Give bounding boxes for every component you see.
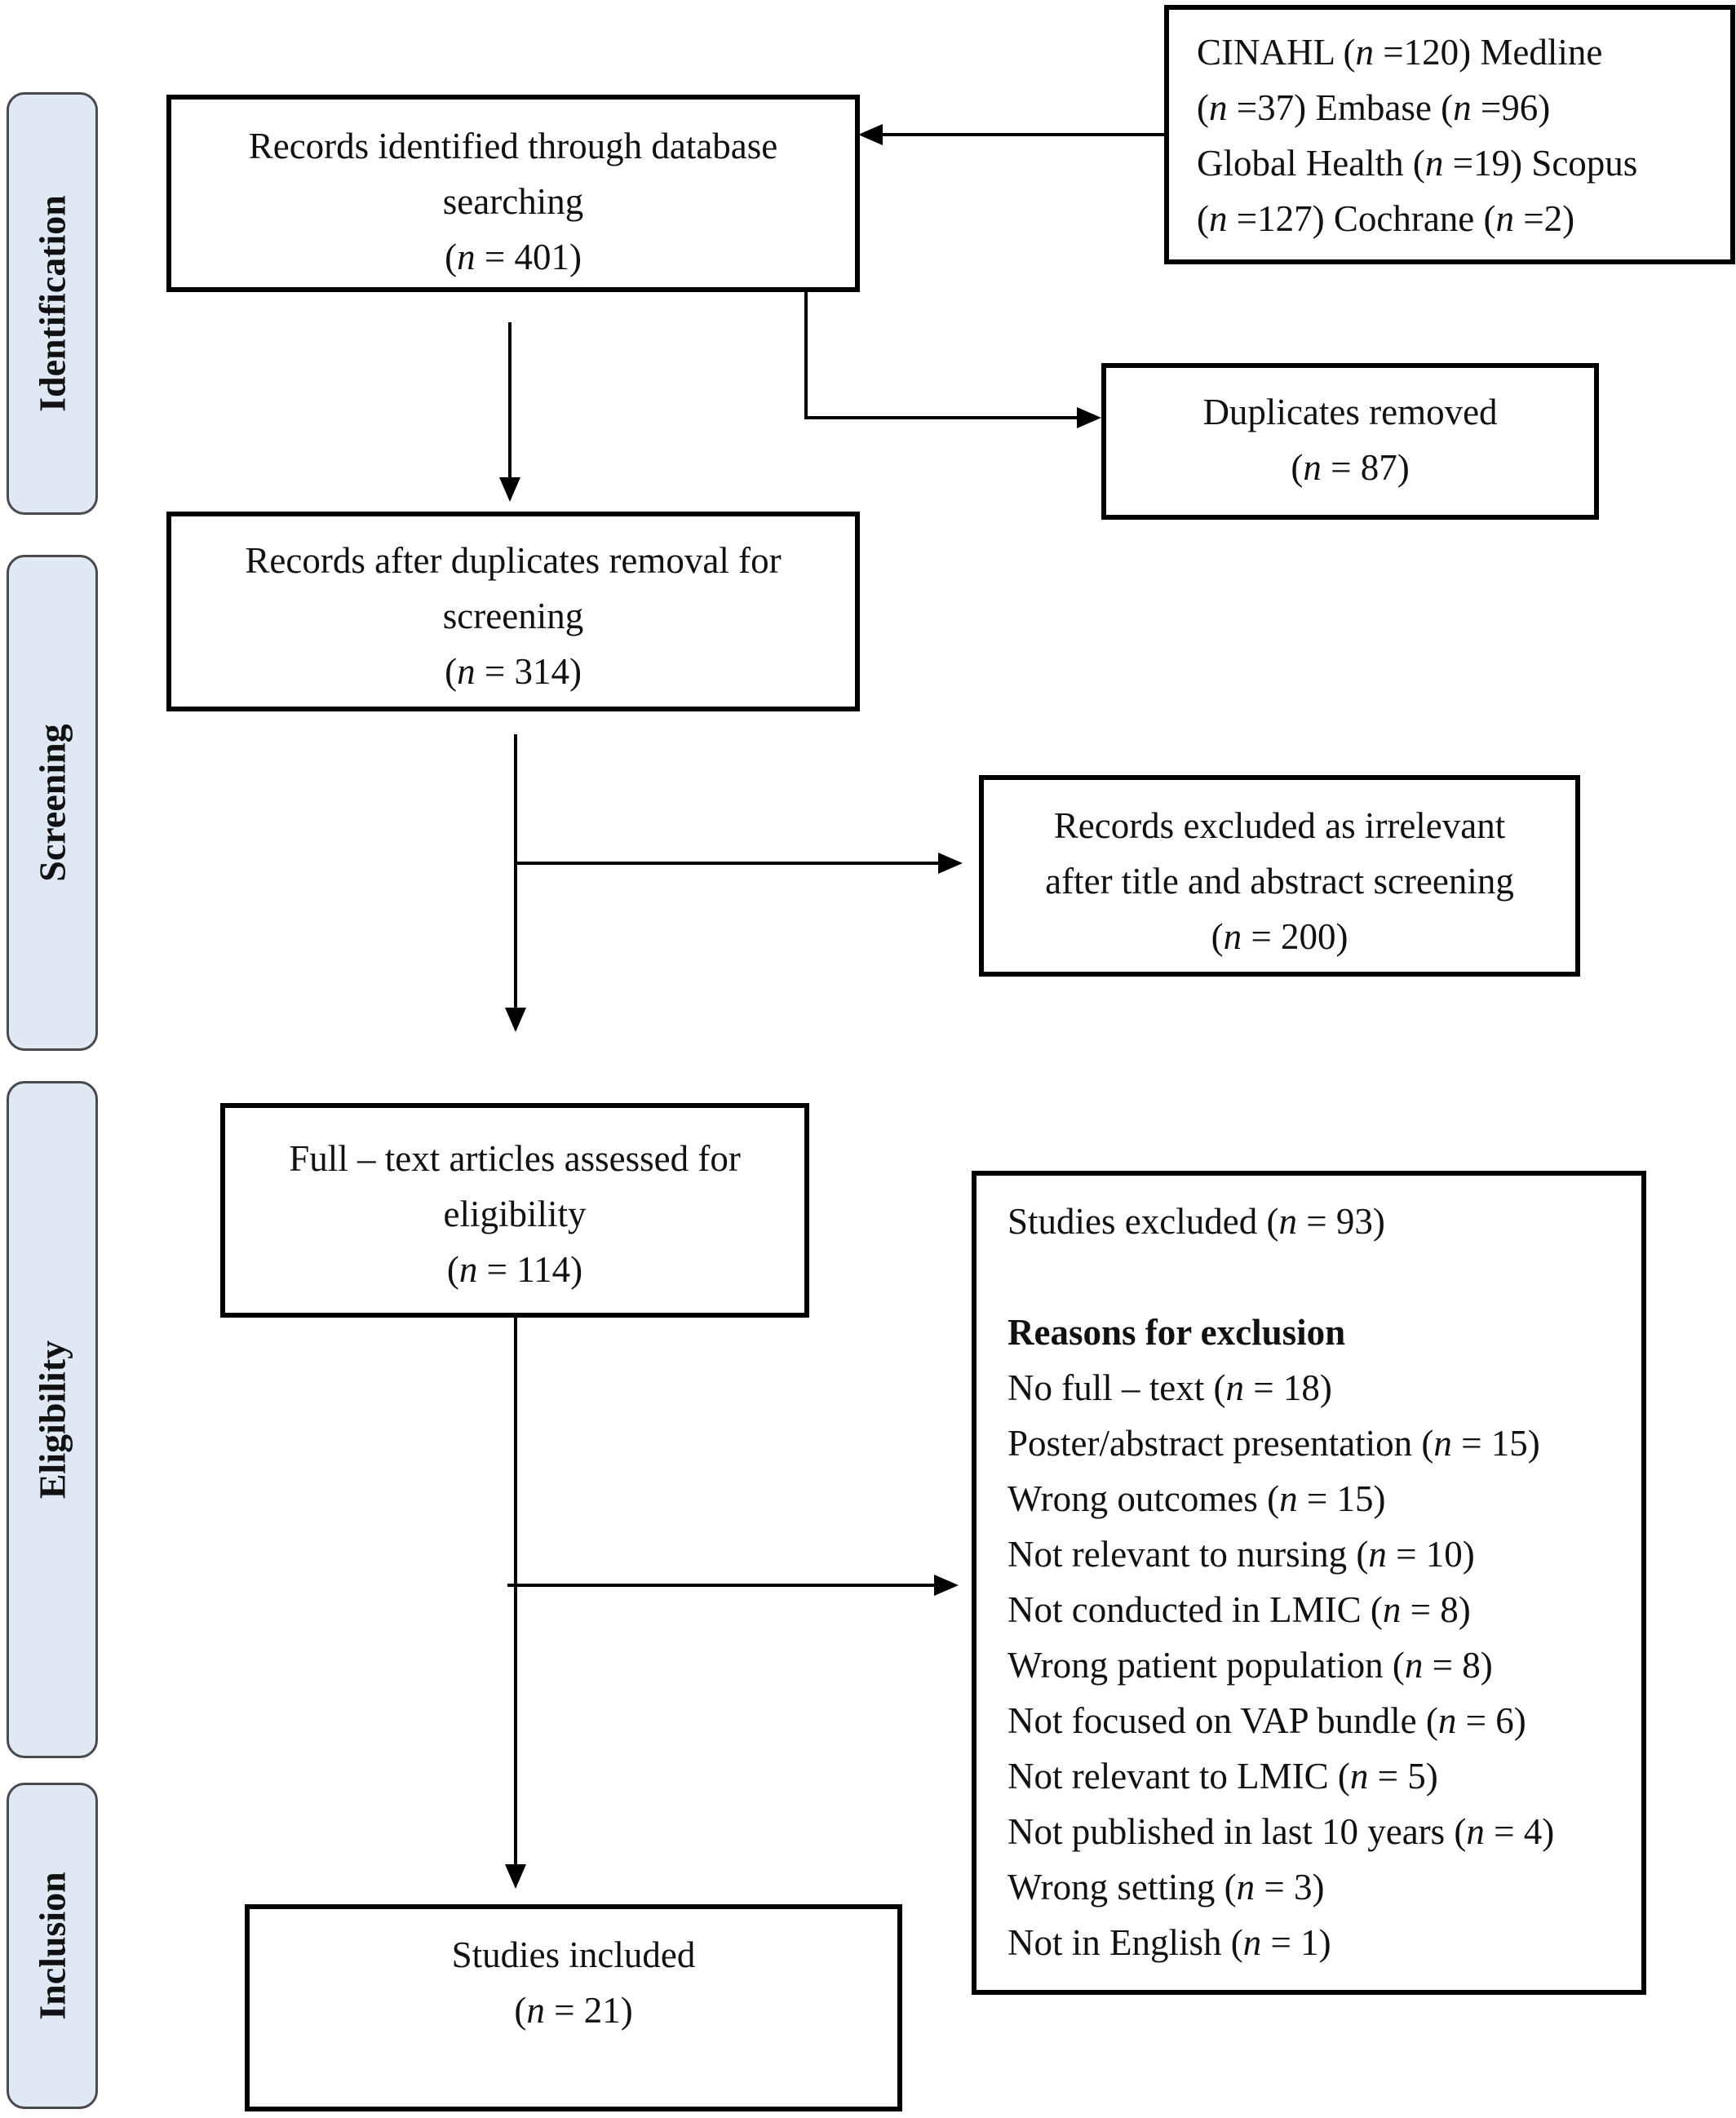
full-text-assessed-count: (n = 114): [446, 1249, 583, 1290]
phase-identification: Identification: [7, 92, 98, 515]
phase-inclusion: Inclusion: [7, 1783, 98, 2109]
full-text-assessed-title-2: eligibility: [443, 1194, 587, 1234]
records-excluded-title-2: after title and abstract screening: [1045, 861, 1514, 902]
exclusion-reason-item: Not focused on VAP bundle (n = 6): [1008, 1700, 1526, 1741]
exclusion-reason-item: Wrong setting (n = 3): [1008, 1867, 1325, 1908]
studies-included-count: (n = 21): [514, 1990, 633, 2031]
exclusion-reason-item: Not conducted in LMIC (n = 8): [1008, 1589, 1471, 1630]
records-identified-box: Records identified through database sear…: [166, 95, 860, 292]
records-excluded-count: (n = 200): [1211, 916, 1348, 957]
full-text-assessed-title: Full – text articles assessed for: [289, 1138, 741, 1179]
records-identified-title: Records identified through database: [248, 126, 778, 166]
exclusion-reason-item: No full – text (n = 18): [1008, 1367, 1332, 1408]
reasons-for-exclusion-title: Reasons for exclusion: [1008, 1312, 1346, 1353]
sources-line-3: Global Health (n =19) Scopus: [1197, 143, 1638, 184]
phase-screening: Screening: [7, 555, 98, 1051]
records-after-duplicates-box: Records after duplicates removal for scr…: [166, 512, 860, 711]
sources-line-2: (n =37) Embase (n =96): [1197, 87, 1551, 128]
exclusion-reason-item: Not published in last 10 years (n = 4): [1008, 1811, 1555, 1852]
duplicates-removed-box: Duplicates removed (n = 87): [1101, 363, 1599, 520]
exclusion-reason-item: Not in English (n = 1): [1008, 1922, 1331, 1963]
sources-line-4: (n =127) Cochrane (n =2): [1197, 198, 1575, 239]
studies-included-title: Studies included: [451, 1934, 696, 1975]
full-text-assessed-box: Full – text articles assessed for eligib…: [220, 1103, 809, 1318]
studies-included-box: Studies included (n = 21): [245, 1904, 902, 2111]
records-identified-title-2: searching: [442, 181, 584, 222]
duplicates-removed-count: (n = 87): [1291, 447, 1410, 488]
studies-excluded-box: Studies excluded (n = 93) Reasons for ex…: [972, 1171, 1646, 1995]
exclusion-reason-item: Wrong outcomes (n = 15): [1008, 1478, 1386, 1519]
arrow-identified-to-duplicates: [804, 291, 1078, 419]
records-identified-count: (n = 401): [445, 237, 582, 277]
sources-line-1: CINAHL (n =120) Medline: [1197, 32, 1603, 73]
records-excluded-box: Records excluded as irrelevant after tit…: [979, 775, 1580, 977]
records-excluded-title: Records excluded as irrelevant: [1053, 805, 1506, 846]
records-after-duplicates-title: Records after duplicates removal for: [245, 540, 782, 581]
exclusion-reason-item: Wrong patient population (n = 8): [1008, 1645, 1493, 1686]
exclusion-reason-item: Not relevant to nursing (n = 10): [1008, 1534, 1475, 1575]
sources-box: CINAHL (n =120) Medline (n =37) Embase (…: [1164, 5, 1735, 264]
phase-eligibility: Eligibility: [7, 1081, 98, 1758]
studies-excluded-header: Studies excluded (n = 93): [1008, 1201, 1385, 1242]
reasons-list: No full – text (n = 18) Poster/abstract p…: [1008, 1360, 1641, 1970]
records-after-duplicates-count: (n = 314): [445, 651, 582, 692]
records-after-duplicates-title-2: screening: [442, 596, 584, 636]
exclusion-reason-item: Not relevant to LMIC (n = 5): [1008, 1756, 1438, 1797]
duplicates-removed-title: Duplicates removed: [1202, 392, 1498, 432]
exclusion-reason-item: Poster/abstract presentation (n = 15): [1008, 1423, 1540, 1464]
